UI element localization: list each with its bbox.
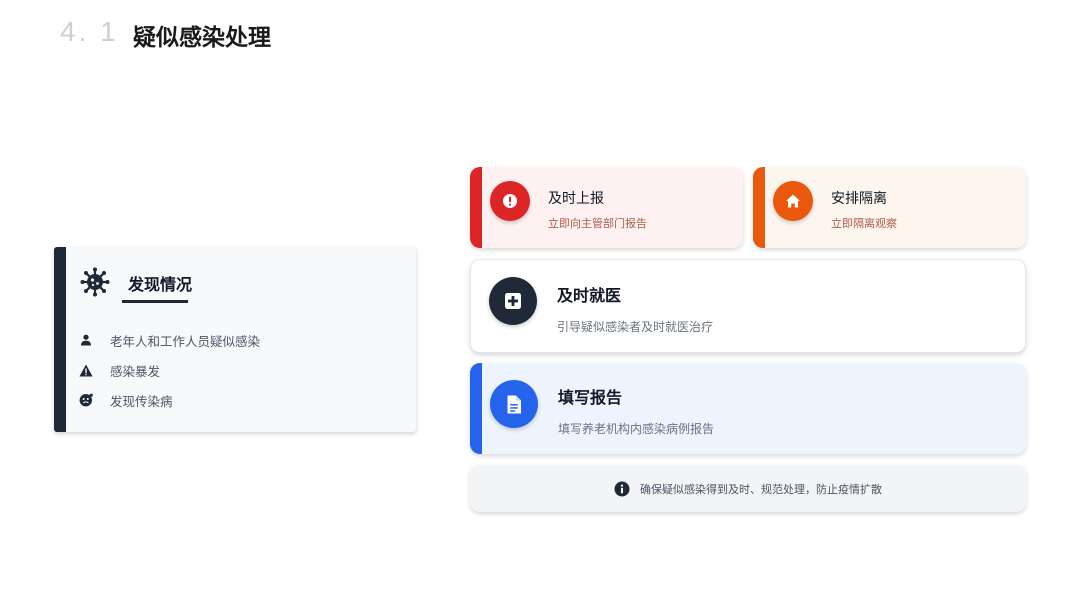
card-accent-bar xyxy=(753,167,765,248)
note-text: 确保疑似感染得到及时、规范处理，防止疫情扩散 xyxy=(640,482,882,496)
step-card-report-now: 及时上报 立即向主管部门报告 xyxy=(470,167,743,248)
virus-icon xyxy=(80,267,110,297)
section-number: 4. 1 xyxy=(60,16,119,47)
person-icon xyxy=(78,332,94,348)
card-accent-bar xyxy=(470,167,482,248)
home-icon xyxy=(773,181,813,221)
discovery-item-label: 感染暴发 xyxy=(110,363,161,379)
note-bar: 确保疑似感染得到及时、规范处理，防止疫情扩散 xyxy=(470,465,1026,512)
discovery-card: 发现情况 老年人和工作人员疑似感染 感染暴发 xyxy=(54,247,416,432)
medical-cross-icon xyxy=(489,277,537,325)
warning-icon xyxy=(78,362,94,378)
virus-face-icon xyxy=(78,392,94,408)
step-subtitle: 立即向主管部门报告 xyxy=(548,217,647,230)
step-card-medical: 及时就医 引导疑似感染者及时就医治疗 xyxy=(470,259,1026,353)
step-subtitle: 引导疑似感染者及时就医治疗 xyxy=(557,320,714,334)
card-accent-bar xyxy=(470,363,482,454)
exclamation-icon xyxy=(490,181,530,221)
discovery-title: 发现情况 xyxy=(128,275,193,294)
step-title: 及时就医 xyxy=(557,286,622,305)
page-title: 疑似感染处理 xyxy=(133,24,271,51)
step-title: 填写报告 xyxy=(558,388,623,407)
step-subtitle: 立即隔离观察 xyxy=(831,217,897,230)
document-icon xyxy=(490,380,538,428)
title-underline xyxy=(122,300,188,303)
discovery-item-label: 老年人和工作人员疑似感染 xyxy=(110,333,261,349)
step-subtitle: 填写养老机构内感染病例报告 xyxy=(558,422,715,436)
discovery-item-infectious-disease: 发现传染病 xyxy=(78,390,173,410)
step-card-fill-report: 填写报告 填写养老机构内感染病例报告 xyxy=(470,363,1026,454)
step-title: 及时上报 xyxy=(548,191,604,207)
step-card-isolation: 安排隔离 立即隔离观察 xyxy=(753,167,1026,248)
discovery-item-label: 发现传染病 xyxy=(110,393,173,409)
step-title: 安排隔离 xyxy=(831,191,887,207)
discovery-item-staff-suspected: 老年人和工作人员疑似感染 xyxy=(78,330,260,350)
info-icon xyxy=(614,481,630,497)
discovery-item-outbreak: 感染暴发 xyxy=(78,360,160,380)
